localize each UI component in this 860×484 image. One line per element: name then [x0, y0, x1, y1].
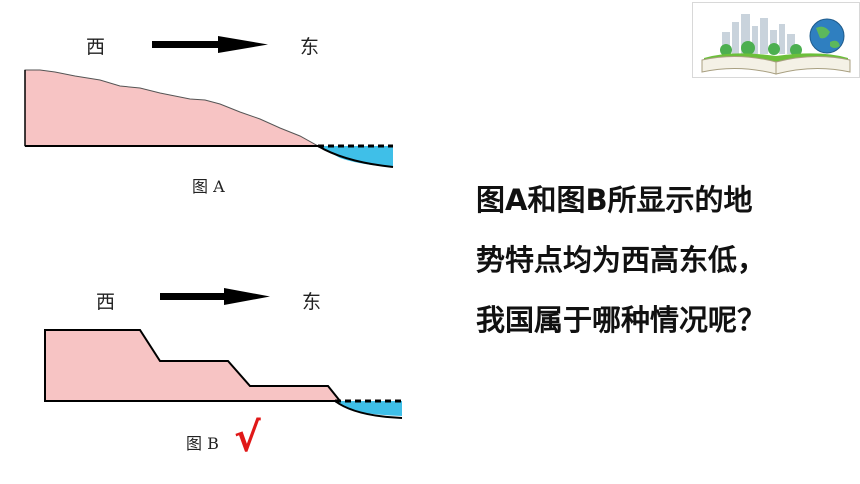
figure-b-arrow-icon: [160, 288, 270, 305]
figure-a-arrow-icon: [152, 36, 268, 53]
figure-b-west-label: 西: [96, 291, 116, 313]
figure-a-terrain-profile: [24, 69, 394, 168]
figure-b-caption: 图 B: [186, 434, 219, 453]
figure-b-east-label: 东: [302, 291, 322, 313]
question-text: 图A和图B所显示的地 势特点均为西高东低， 我国属于哪种情况呢？: [476, 170, 816, 350]
figure-a-west-label: 西: [86, 36, 106, 58]
figure-a-east-label: 东: [300, 36, 320, 58]
figure-a-caption: 图 A: [192, 177, 225, 196]
book-city-globe-icon: [692, 2, 860, 78]
figure-b-terrain-profile: [44, 329, 403, 419]
question-line-2: 势特点均为西高东低，: [476, 243, 767, 277]
check-mark-icon: √: [234, 415, 261, 461]
question-line-3: 我国属于哪种情况呢？: [476, 303, 767, 337]
question-line-1: 图A和图B所显示的地: [476, 183, 753, 217]
